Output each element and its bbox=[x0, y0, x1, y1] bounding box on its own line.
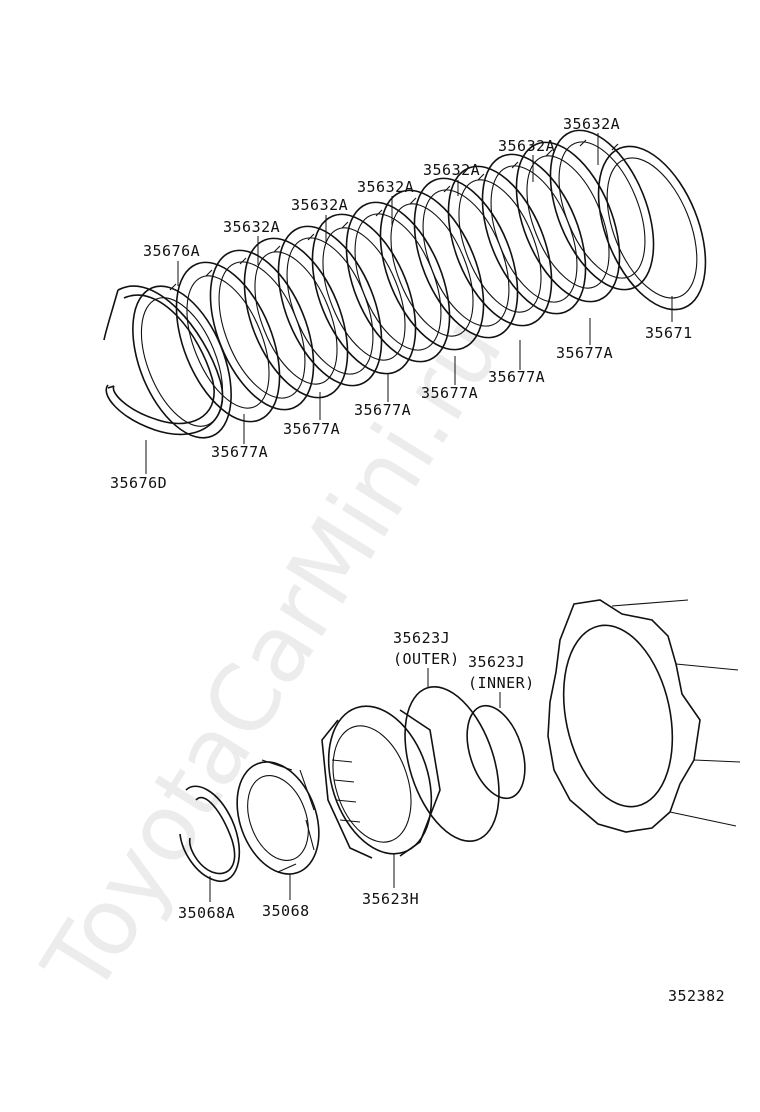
label-35677a-1: 35677A bbox=[556, 344, 613, 362]
label-35632a-1: 35632A bbox=[563, 115, 620, 133]
label-35677a-4: 35677A bbox=[354, 401, 411, 419]
label-35676a: 35676A bbox=[143, 242, 200, 260]
label-35677a-5: 35677A bbox=[283, 420, 340, 438]
piston-35623h bbox=[321, 705, 441, 859]
label-inner-note: (INNER) bbox=[468, 674, 535, 692]
plate-teeth bbox=[169, 139, 619, 291]
label-35068a: 35068A bbox=[178, 904, 235, 922]
label-35677a-6: 35677A bbox=[211, 443, 268, 461]
transmission-case bbox=[547, 599, 741, 833]
inner-o-ring-35623j bbox=[466, 704, 526, 800]
snap-ring-35068a bbox=[179, 785, 241, 883]
lower-leaders bbox=[209, 668, 501, 902]
label-35676d: 35676D bbox=[110, 474, 167, 492]
outer-o-ring-35623j bbox=[404, 686, 500, 842]
cushion-plate-35671 bbox=[597, 145, 707, 311]
piston-assembly: 35623J (OUTER) 35623J (INNER) 35068A 350… bbox=[178, 599, 741, 922]
label-35671: 35671 bbox=[645, 324, 693, 342]
upper-leaders bbox=[145, 133, 673, 474]
label-35623j-inner: 35623J bbox=[468, 653, 525, 671]
disc-stack bbox=[175, 129, 655, 423]
label-35623j-outer: 35623J bbox=[393, 629, 450, 647]
label-35623h: 35623H bbox=[362, 890, 419, 908]
label-35677a-2: 35677A bbox=[488, 368, 545, 386]
clutch-pack: 35632A 35632A 35632A 35632A 35632A 35632… bbox=[103, 115, 707, 492]
label-35632a-5: 35632A bbox=[291, 196, 348, 214]
flange-plate-35676a bbox=[132, 285, 232, 439]
label-35677a-3: 35677A bbox=[421, 384, 478, 402]
return-spring-35068 bbox=[236, 759, 320, 875]
label-35632a-4: 35632A bbox=[357, 178, 414, 196]
diagram-code: 352382 bbox=[668, 987, 725, 1005]
label-35632a-2: 35632A bbox=[498, 137, 555, 155]
label-outer-note: (OUTER) bbox=[393, 650, 460, 668]
label-35068: 35068 bbox=[262, 902, 310, 920]
label-35632a-6: 35632A bbox=[223, 218, 280, 236]
label-35632a-3: 35632A bbox=[423, 161, 480, 179]
